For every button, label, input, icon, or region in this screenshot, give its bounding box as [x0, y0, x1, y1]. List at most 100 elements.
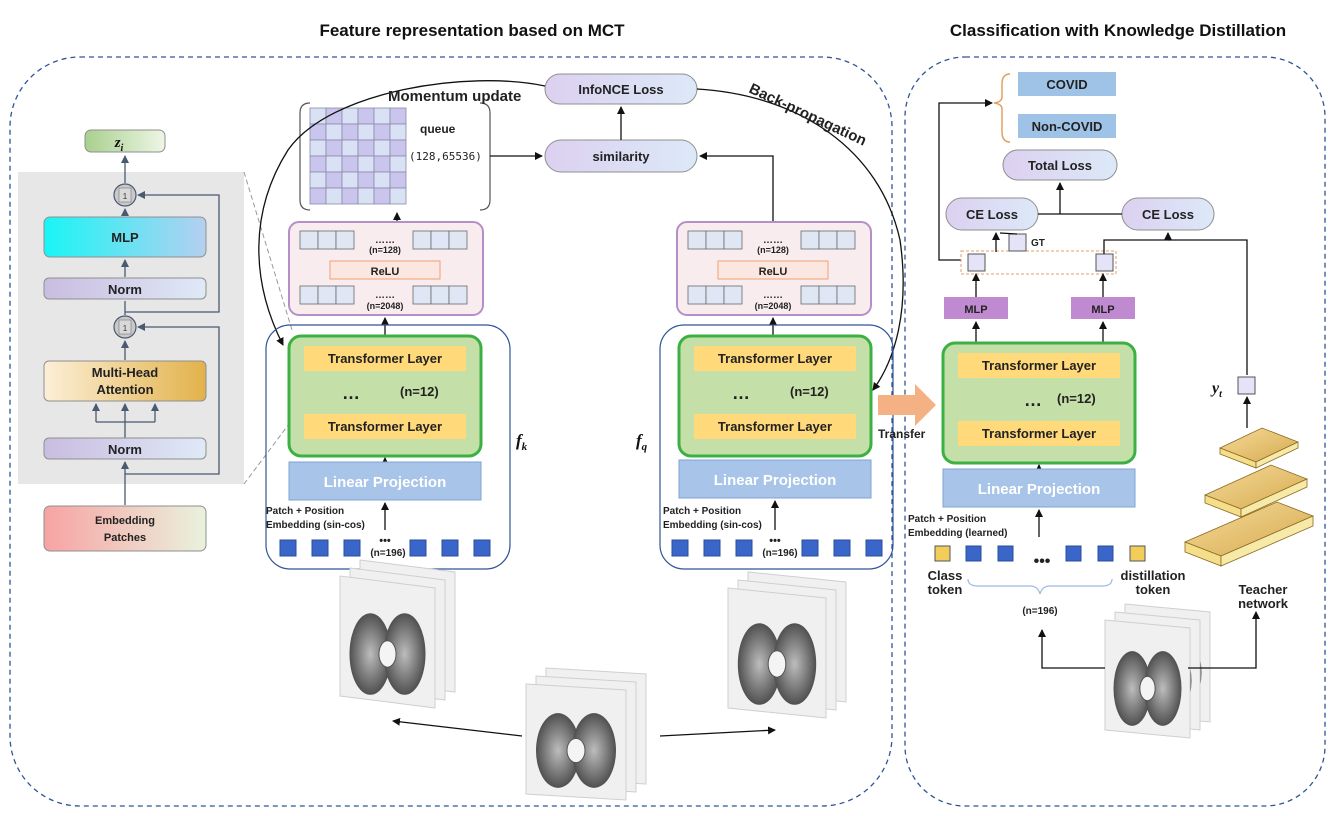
fk-projector-dots-top: ……: [375, 235, 395, 246]
queue-cell: [325, 171, 343, 189]
embedding-patches-line1: Embedding: [95, 515, 155, 527]
fk-layer-dots: …: [342, 383, 360, 403]
queue-cell: [389, 187, 407, 205]
encoder-norm-top-box: [43, 277, 207, 300]
queue-grid: [309, 107, 407, 205]
trachea: [767, 650, 787, 678]
patch-token: [343, 539, 361, 557]
patch-token: [865, 539, 883, 557]
projector-cell: [836, 230, 856, 250]
teacher-label-line2: network: [1238, 596, 1289, 611]
queue-cell: [373, 139, 391, 157]
embedding-patches-box: [43, 505, 207, 552]
queue-cell: [309, 155, 327, 173]
student-layer-count: (n=12): [1057, 391, 1096, 406]
patch-token: [1097, 545, 1114, 562]
encoder-mlp-box: [43, 216, 207, 258]
encoder-norm-bottom-box: [43, 437, 207, 460]
encoder-fq: …… (n=128) ReLU …… (n=2048) Transformer …: [636, 221, 894, 570]
student-layer-bottom-label: Transformer Layer: [982, 426, 1096, 441]
right-section-title: Classification with Knowledge Distillati…: [950, 21, 1286, 40]
lung-left: [536, 713, 580, 788]
queue-cell: [357, 107, 375, 125]
patch-token: [833, 539, 851, 557]
distill-output-token: [1095, 253, 1114, 272]
fk-transformer-layer-bottom: [304, 414, 466, 439]
fk-relu-box: [329, 260, 441, 280]
gt-label: GT: [1031, 238, 1045, 249]
projector-cell: [412, 230, 432, 250]
queue-cell: [341, 107, 359, 125]
distillation-token-square: [1129, 545, 1146, 562]
student-layer-top-label: Transformer Layer: [982, 358, 1096, 373]
fk-layer-top-label: Transformer Layer: [328, 351, 442, 366]
queue-cell: [357, 123, 375, 141]
fk-transformer-layer-top: [304, 346, 466, 371]
fq-projector-bottom-cells: [687, 285, 856, 305]
embedding-patches-line2: Patches: [104, 532, 146, 544]
class-covid-label: COVID: [1046, 77, 1087, 92]
fk-layer-count: (n=12): [400, 384, 439, 399]
fk-projector-dots-bottom: ……: [375, 290, 395, 301]
svg-text:1: 1: [123, 324, 128, 333]
queue-cell: [341, 171, 359, 189]
fq-relu-label: ReLU: [759, 266, 788, 278]
fk-linear-projection-label: Linear Projection: [324, 474, 447, 491]
fq-label: fq: [636, 431, 648, 453]
class-token-square: [934, 545, 951, 562]
classification-branch: COVID Non-COVID Total Loss CE Loss CE Lo…: [908, 72, 1315, 669]
teacher-output-token: [1237, 376, 1256, 395]
class-noncovid-box: [1018, 114, 1116, 138]
ce-loss-right-label: CE Loss: [1142, 207, 1194, 222]
queue-cell: [309, 187, 327, 205]
fq-layer-bottom-label: Transformer Layer: [718, 419, 832, 434]
queue-cell: [357, 155, 375, 173]
fk-patch-tokens: [279, 539, 491, 557]
ct-slice: [339, 575, 436, 709]
total-loss-label: Total Loss: [1028, 158, 1092, 173]
student-linear-projection: [942, 468, 1136, 508]
fq-transformer-layer-bottom: [694, 414, 856, 439]
ct-scan-images: [339, 559, 1211, 801]
queue-cell: [373, 171, 391, 189]
ct-slice: [1104, 619, 1191, 739]
teacher-layer-front: [1240, 478, 1308, 518]
queue-cell: [373, 155, 391, 173]
class-noncovid-label: Non-COVID: [1032, 119, 1103, 134]
fk-projector-top-cells: [299, 230, 468, 250]
queue-cell: [341, 155, 359, 173]
fq-layer-count: (n=12): [790, 384, 829, 399]
momentum-update-label: Momentum update: [388, 88, 521, 105]
output-z-box: [84, 129, 166, 153]
lung-right: [773, 623, 817, 705]
similarity-label: similarity: [592, 149, 650, 164]
fq-linear-projection: [678, 459, 872, 499]
queue-cell: [341, 187, 359, 205]
student-input-tokens: [934, 545, 1146, 562]
fq-patch-line1: Patch + Position: [663, 506, 741, 517]
lung-left: [349, 613, 392, 695]
patch-token: [1065, 545, 1082, 562]
fq-relu-box: [717, 260, 829, 280]
queue-cell: [373, 123, 391, 141]
patch-token: [703, 539, 721, 557]
fk-projector-n-top: (n=128): [369, 245, 401, 255]
fq-projector-n-top: (n=128): [757, 245, 789, 255]
fq-transformer-layer-top: [694, 346, 856, 371]
queue-cell: [357, 171, 375, 189]
projector-cell: [335, 230, 355, 250]
fq-layer-top-label: Transformer Layer: [718, 351, 832, 366]
queue-cell: [357, 187, 375, 205]
encoder-norm-top-label: Norm: [108, 282, 142, 297]
queue-dims: (128,65536): [409, 150, 482, 163]
fq-patch-line2: Embedding (sin-cos): [663, 520, 762, 531]
teacher-label-line1: Teacher: [1239, 582, 1288, 597]
infonce-loss-label: InfoNCE Loss: [578, 82, 663, 97]
projector-cell: [335, 285, 355, 305]
projector-cell: [687, 285, 707, 305]
left-section-title: Feature representation based on MCT: [319, 21, 625, 40]
distill-token-line2: token: [1136, 582, 1171, 597]
fq-projector-dots-top: ……: [763, 235, 783, 246]
svg-text:1: 1: [123, 192, 128, 201]
encoder-norm-bottom-label: Norm: [108, 442, 142, 457]
